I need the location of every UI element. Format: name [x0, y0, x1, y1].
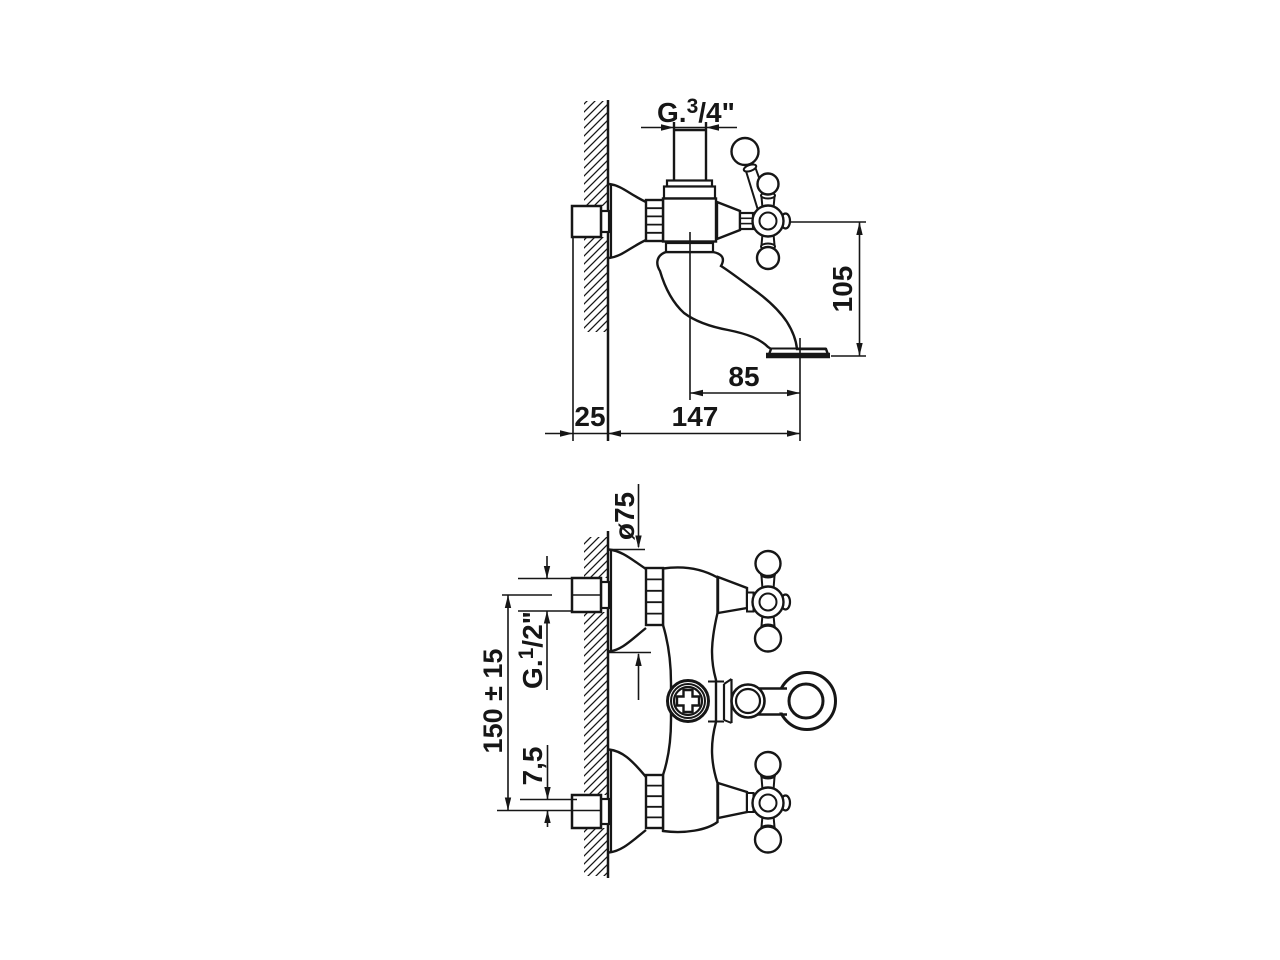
dim-wall-clearance-label: 25 — [574, 401, 605, 432]
wall-section — [584, 100, 610, 441]
lower-valve — [644, 773, 755, 830]
cross-handle-side — [730, 136, 792, 271]
dim-spout-projection-label: 85 — [728, 361, 759, 392]
wall-section — [584, 531, 610, 878]
cross-handle-hot — [751, 549, 792, 653]
lower-wall-union — [570, 793, 611, 830]
wall-escutcheon — [608, 182, 647, 260]
diverter-lever — [722, 671, 837, 731]
dim-spout-height-label: 105 — [827, 266, 858, 313]
dim-thread-inlet-label: G.1/2" — [515, 611, 548, 689]
top-inlet-pipe — [662, 122, 717, 200]
valve-bonnet — [715, 200, 755, 241]
wall-union — [570, 204, 611, 239]
front-view: ø75 G.1/2" 150 ± 15 7,5 — [478, 484, 837, 878]
side-view-dimensions — [545, 124, 866, 441]
lower-escutcheon — [608, 748, 647, 854]
spout-mount-front — [666, 679, 710, 723]
side-view: G.3/4" 105 85 147 25 — [545, 95, 866, 441]
ribbed-nut — [644, 198, 665, 243]
cross-screw-icon — [675, 688, 701, 714]
dim-eccentric-offset-label: 7,5 — [517, 747, 548, 786]
arrowheads — [560, 124, 863, 437]
front-view-dimensions — [497, 484, 651, 827]
dim-thread-top-label: G.3/4" — [657, 95, 735, 128]
cross-handle-cold — [751, 750, 792, 854]
upper-valve — [644, 566, 755, 627]
dim-centres-distance-label: 150 ± 15 — [478, 649, 508, 754]
arrowheads — [504, 535, 642, 823]
dim-flange-diameter-label: ø75 — [609, 492, 640, 540]
upper-escutcheon — [608, 548, 647, 653]
dim-total-projection-label: 147 — [672, 401, 719, 432]
spout — [656, 241, 830, 359]
